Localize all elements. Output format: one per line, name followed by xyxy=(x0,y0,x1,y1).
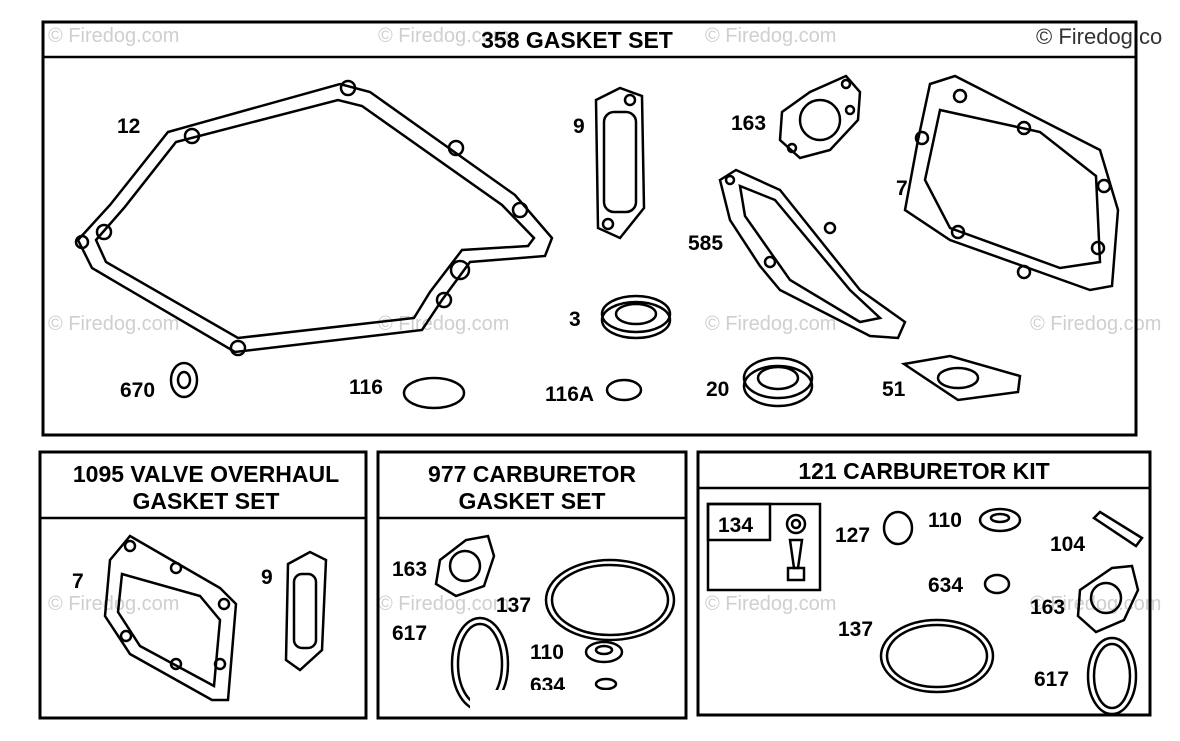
panel-title: 358 GASKET SET xyxy=(481,27,673,53)
watermark: © Firedog.com xyxy=(378,593,509,615)
washer-110 xyxy=(584,640,624,664)
watermark: © Firedog.com xyxy=(705,25,836,47)
part-label: 137 xyxy=(838,618,873,641)
part-label: 20 xyxy=(706,378,729,401)
watermark: © Firedog.com xyxy=(378,25,509,47)
panel-title: GASKET SET xyxy=(459,488,606,514)
corner-watermark: © Firedog.co xyxy=(1036,24,1162,49)
exhaust-gasket-51 xyxy=(900,354,1022,402)
part-label: 617 xyxy=(392,622,427,645)
part-label: 7 xyxy=(72,570,84,593)
part-label: 51 xyxy=(882,378,906,401)
watermark: © Firedog.com xyxy=(705,593,836,615)
carb-gasket-163 xyxy=(434,534,496,598)
oil-seal-3 xyxy=(600,294,672,340)
intake-gasket-585 xyxy=(718,168,907,340)
mask xyxy=(470,690,684,716)
panel-title: 1095 VALVE OVERHAUL xyxy=(73,461,339,487)
washer-634 xyxy=(983,573,1011,595)
part-label: 134 xyxy=(718,514,753,537)
head-gasket xyxy=(903,74,1120,292)
part-label: 116 xyxy=(349,376,383,399)
part-label: 163 xyxy=(1030,596,1065,619)
watermark: © Firedog.com xyxy=(705,313,836,335)
carb-gasket-163 xyxy=(1076,564,1140,634)
pin-104 xyxy=(1092,510,1144,548)
part-label: 3 xyxy=(569,308,581,331)
o-ring-137 xyxy=(879,618,995,694)
panel-title: 977 CARBURETOR xyxy=(428,461,636,487)
panel-carb-gasket-set: 977 CARBURETOR GASKET SET 163 137 617 11… xyxy=(376,450,688,720)
watermark: © Firedog.com xyxy=(48,593,179,615)
part-label: 634 xyxy=(928,574,963,597)
needle-valve-box xyxy=(706,502,822,592)
part-label: 127 xyxy=(835,524,870,547)
panel-carb-kit: 121 CARBURETOR KIT 13 xyxy=(696,450,1152,717)
watermarks: © Firedog.com © Firedog.com © Firedog.co… xyxy=(48,24,1162,615)
panel-title: GASKET SET xyxy=(133,488,280,514)
gasket-617 xyxy=(1086,636,1138,716)
head-gasket xyxy=(103,534,238,702)
seal-ring-116a xyxy=(605,378,643,402)
part-label: 12 xyxy=(117,115,140,138)
watermark: © Firedog.com xyxy=(1030,313,1161,335)
watermark: © Firedog.com xyxy=(48,313,179,335)
part-label: 617 xyxy=(1034,668,1069,691)
part-label: 110 xyxy=(928,509,962,532)
panel-gasket-set: 358 GASKET SET xyxy=(41,20,1138,437)
part-label: 104 xyxy=(1050,533,1085,556)
part-label: 9 xyxy=(261,566,273,589)
part-label: 116A xyxy=(545,383,594,406)
o-ring-137 xyxy=(544,558,676,642)
part-label: 163 xyxy=(392,558,427,581)
watermark: © Firedog.com xyxy=(48,25,179,47)
part-label: 137 xyxy=(496,594,531,617)
part-label: 163 xyxy=(731,112,766,135)
carb-gasket-163 xyxy=(778,74,862,160)
cover-gasket xyxy=(284,550,328,672)
part-label: 110 xyxy=(530,641,564,664)
part-label: 670 xyxy=(120,379,155,402)
crankcase-gasket xyxy=(74,79,554,357)
washer-110 xyxy=(978,507,1022,533)
oil-seal-20 xyxy=(742,356,814,408)
panel-title: 121 CARBURETOR KIT xyxy=(798,458,1049,484)
part-label: 9 xyxy=(573,115,585,138)
cover-gasket xyxy=(594,86,646,240)
seal-ring-116 xyxy=(402,376,466,410)
panel-valve-overhaul: 1095 VALVE OVERHAUL GASKET SET 7 9 xyxy=(38,450,368,720)
part-label: 585 xyxy=(688,232,723,255)
float-127 xyxy=(882,510,914,546)
washer-634 xyxy=(594,677,618,691)
part-label: 7 xyxy=(896,177,908,200)
washer-670 xyxy=(169,361,199,399)
